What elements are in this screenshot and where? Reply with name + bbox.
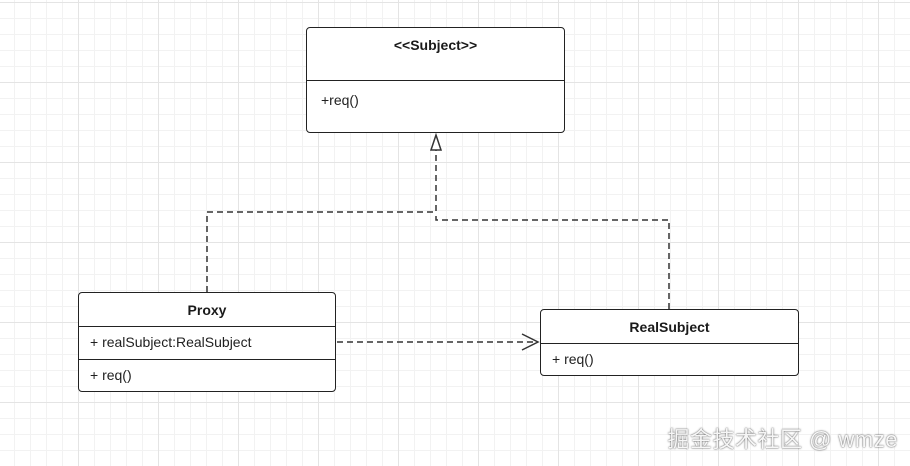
subject-class-box[interactable]: <<Subject>> +req() — [306, 27, 565, 133]
watermark-text: 掘金技术社区 @ wmze — [667, 427, 898, 452]
subject-method-row: +req() — [307, 80, 564, 132]
proxy-class-title: Proxy — [187, 301, 227, 318]
proxy-attribute-row: + realSubject:RealSubject — [79, 326, 335, 359]
proxy-class-box[interactable]: Proxy + realSubject:RealSubject + req() — [78, 292, 336, 392]
proxy-realization-line — [206, 150, 437, 292]
realsubject-method-row: + req() — [541, 343, 798, 375]
dependency-arrowhead-icon — [521, 333, 540, 351]
proxy-method-row: + req() — [79, 359, 335, 391]
realsubject-class-box[interactable]: RealSubject + req() — [540, 309, 799, 376]
subject-class-title: <<Subject>> — [393, 37, 478, 53]
realsubject-realization-line — [435, 212, 670, 309]
realization-arrowhead-icon — [429, 132, 443, 151]
realsubject-class-title: RealSubject — [629, 318, 710, 335]
